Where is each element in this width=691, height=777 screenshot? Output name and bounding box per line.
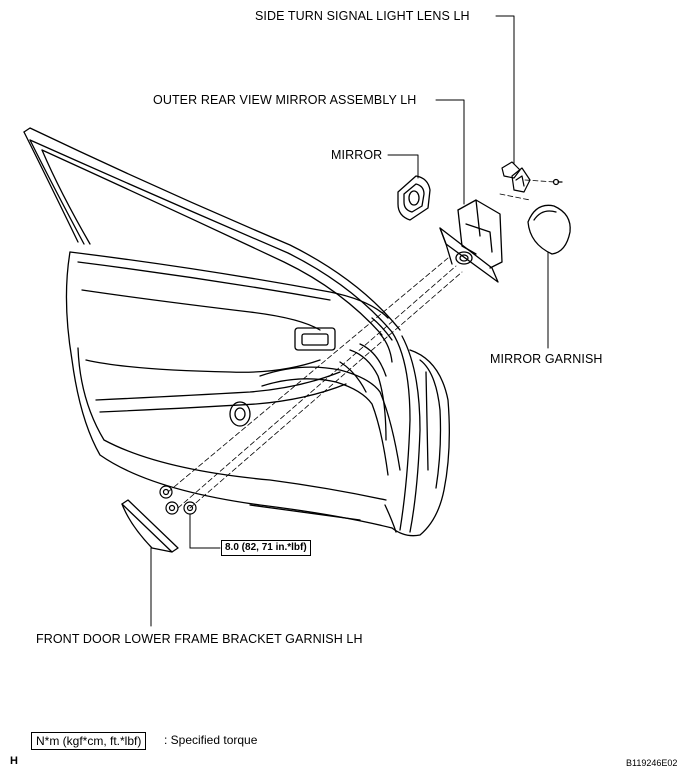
mirror-glass-part — [397, 175, 431, 221]
front-door — [23, 127, 450, 537]
leader-outer-mirror — [435, 99, 465, 205]
legend-description: : Specified torque — [164, 733, 258, 747]
leader-mirror — [387, 154, 419, 179]
lower-bracket-garnish-part — [121, 499, 179, 553]
label-mirror: MIRROR — [331, 148, 383, 162]
leader-lines — [150, 15, 549, 627]
label-mirror-garnish: MIRROR GARNISH — [490, 352, 603, 366]
legend-torque-unit: N*m (kgf*cm, ft.*lbf) — [31, 732, 147, 750]
corner-letter: H — [10, 755, 18, 767]
outer-mirror-assembly-part — [439, 199, 503, 283]
figure-id: B119246E02 — [626, 758, 678, 768]
label-lower-frame-bracket-garnish: FRONT DOOR LOWER FRAME BRACKET GARNISH L… — [36, 632, 363, 646]
nut-1 — [159, 485, 173, 499]
label-outer-mirror-assembly: OUTER REAR VIEW MIRROR ASSEMBLY LH — [153, 93, 417, 107]
turn-signal-lens-part — [501, 161, 563, 193]
nut-2 — [165, 501, 179, 515]
lens-screw — [552, 178, 563, 186]
alignment-lines — [167, 179, 556, 509]
torque-spec-box: 8.0 (82, 71 in.*lbf) — [221, 540, 311, 556]
label-side-turn-signal: SIDE TURN SIGNAL LIGHT LENS LH — [255, 9, 470, 23]
leader-turn-signal — [495, 15, 515, 165]
mounting-nuts — [159, 485, 197, 515]
mirror-garnish-part — [527, 204, 571, 255]
